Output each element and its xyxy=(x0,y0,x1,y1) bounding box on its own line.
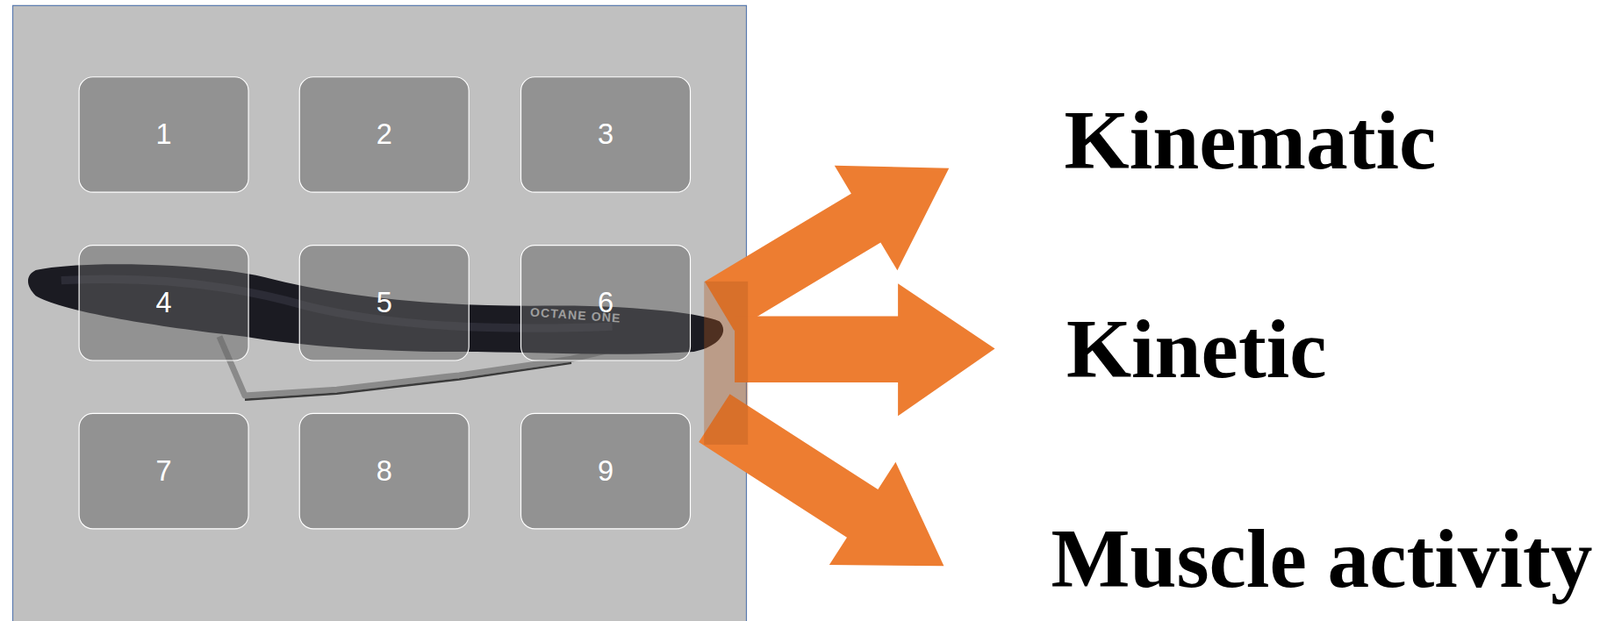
position-number: 4 xyxy=(156,286,173,320)
position-number: 5 xyxy=(376,286,393,320)
arrow-right xyxy=(734,283,995,417)
position-box: 1 xyxy=(78,76,250,194)
output-heading: Muscle activity xyxy=(1051,516,1593,601)
position-box: 7 xyxy=(78,413,250,531)
position-box: 3 xyxy=(520,76,691,194)
position-number: 8 xyxy=(376,455,393,488)
position-box: 6 xyxy=(520,244,691,362)
position-number: 6 xyxy=(597,286,614,320)
output-heading: Kinetic xyxy=(1066,308,1328,392)
output-heading: Kinematic xyxy=(1064,99,1437,183)
arrow-overlap xyxy=(703,281,748,445)
position-box: 2 xyxy=(299,76,470,194)
position-box: 8 xyxy=(299,413,470,531)
position-number: 9 xyxy=(597,455,614,488)
position-number: 3 xyxy=(597,118,614,151)
position-box: 9 xyxy=(520,413,691,531)
position-box: 4 xyxy=(78,244,250,362)
saddle-rail-shadow xyxy=(244,363,572,401)
position-number: 7 xyxy=(156,455,173,488)
position-box: 5 xyxy=(299,244,470,362)
position-number: 1 xyxy=(156,118,173,151)
position-number: 2 xyxy=(376,118,393,151)
